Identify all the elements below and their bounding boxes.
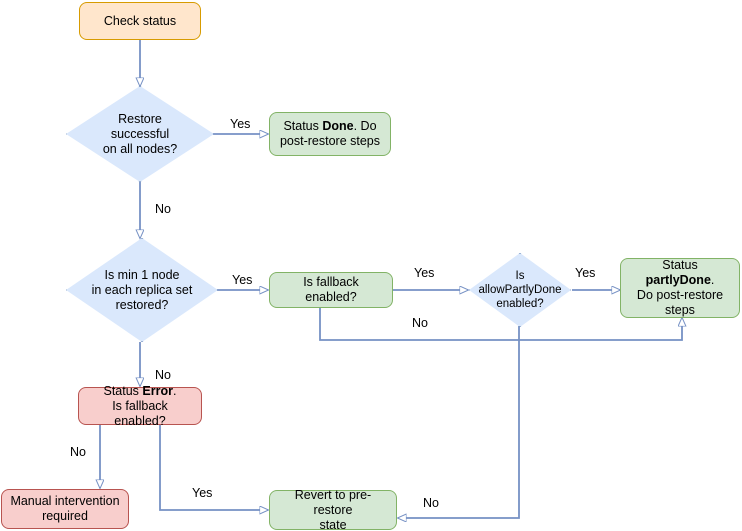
status-error-prefix: Status (103, 383, 143, 398)
status-partlydone-prefix: Status (662, 258, 698, 272)
node-status-error[interactable]: Status Error. Is fallback enabled? (78, 384, 202, 428)
edge-label-restore-no: No (153, 202, 173, 216)
node-status-done-label: Status Done. Do post-restore steps (276, 119, 384, 149)
edge-error-yes-to-revert (159, 424, 268, 510)
node-manual-intervention[interactable]: Manual intervention required (1, 489, 129, 529)
node-revert-prerestore-label: Revert to pre-restore state (294, 487, 372, 531)
node-allow-partly-done[interactable]: Is allowPartlyDone enabled? (469, 253, 571, 327)
node-status-partly-done-label: Status partlyDone. Do post-restore steps (627, 258, 733, 318)
status-done-suffix: . Do post-restore steps (279, 119, 381, 148)
node-check-status-label: Check status (103, 13, 177, 28)
status-partlydone-keyword: partlyDone (645, 273, 711, 287)
node-restore-successful-label: Restore successful on all nodes? (102, 111, 178, 156)
edge-fallback-no-to-partlydone (319, 308, 682, 341)
node-status-done[interactable]: Status Done. Do post-restore steps (269, 112, 391, 156)
edge-label-partly-no: No (421, 496, 441, 510)
node-revert-prerestore[interactable]: Revert to pre-restore state (269, 487, 397, 531)
edge-partly-no-to-revert (398, 326, 520, 518)
edge-label-fallback-yes: Yes (412, 266, 437, 280)
node-is-fallback-enabled[interactable]: Is fallback enabled? (269, 272, 393, 308)
edge-label-restore-yes: Yes (228, 117, 253, 131)
node-allow-partly-done-label: Is allowPartlyDone enabled? (478, 270, 562, 310)
node-is-fallback-enabled-label: Is fallback enabled? (303, 275, 359, 304)
node-check-status[interactable]: Check status (79, 2, 201, 40)
edge-label-partly-yes: Yes (573, 266, 598, 280)
status-error-keyword: Error (142, 383, 173, 398)
node-min-one-node-label: Is min 1 node in each replica set restor… (91, 267, 193, 312)
edge-label-error-no: No (68, 445, 88, 459)
node-manual-intervention-label: Manual intervention required (10, 494, 120, 523)
status-error-suffix: . Is fallback enabled? (112, 383, 177, 428)
edge-label-error-yes: Yes (190, 486, 215, 500)
node-status-error-label: Status Error. Is fallback enabled? (85, 384, 195, 429)
edge-label-fallback-no: No (410, 316, 430, 330)
node-min-one-node[interactable]: Is min 1 node in each replica set restor… (66, 238, 218, 342)
status-done-keyword: Done (322, 119, 354, 133)
edge-label-minnode-no: No (153, 368, 173, 382)
node-restore-successful[interactable]: Restore successful on all nodes? (66, 86, 214, 182)
status-done-prefix: Status (283, 119, 323, 133)
edge-label-minnode-yes: Yes (230, 273, 255, 287)
node-status-partly-done[interactable]: Status partlyDone. Do post-restore steps (620, 258, 740, 318)
status-partlydone-suffix: . Do post-restore steps (636, 273, 724, 317)
